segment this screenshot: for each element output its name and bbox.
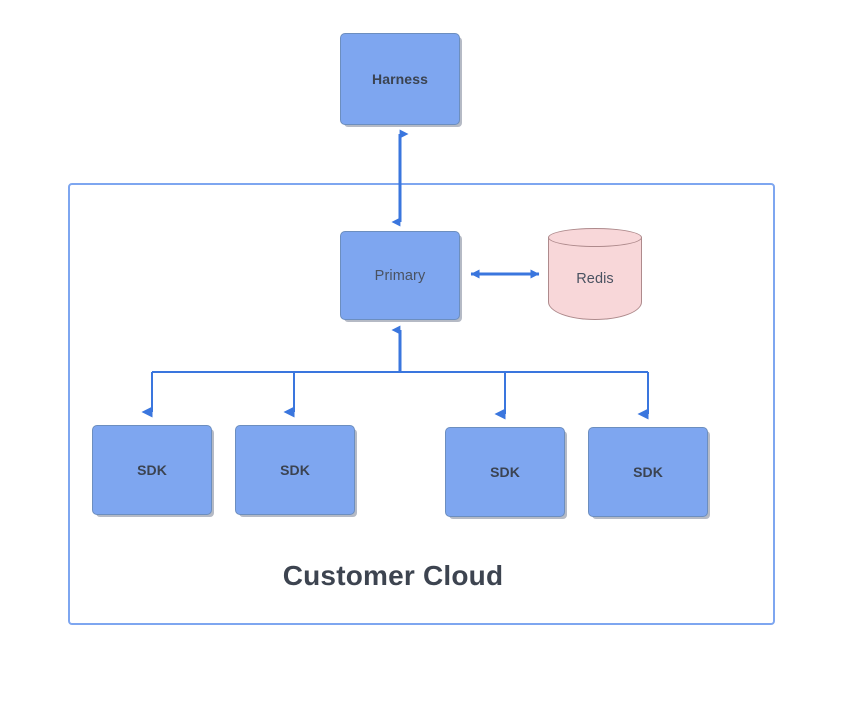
- node-redis[interactable]: Redis: [548, 228, 642, 320]
- node-sdk-3-label: SDK: [490, 464, 520, 480]
- customer-cloud-container[interactable]: [68, 183, 775, 625]
- node-primary[interactable]: Primary: [340, 231, 460, 320]
- cylinder-body: [548, 237, 642, 320]
- cylinder-top-ellipse: [548, 228, 642, 247]
- node-redis-label: Redis: [576, 270, 614, 287]
- node-sdk-3[interactable]: SDK: [445, 427, 565, 517]
- node-sdk-1[interactable]: SDK: [92, 425, 212, 515]
- node-redis-label-wrap: Redis: [548, 237, 642, 320]
- node-sdk-2-label: SDK: [280, 462, 310, 478]
- node-sdk-4[interactable]: SDK: [588, 427, 708, 517]
- node-harness-label: Harness: [372, 71, 428, 87]
- node-primary-label: Primary: [374, 267, 426, 284]
- customer-cloud-title: Customer Cloud: [282, 560, 504, 591]
- node-sdk-2[interactable]: SDK: [235, 425, 355, 515]
- node-sdk-4-label: SDK: [633, 464, 663, 480]
- node-sdk-1-label: SDK: [137, 462, 167, 478]
- node-harness[interactable]: Harness: [340, 33, 460, 125]
